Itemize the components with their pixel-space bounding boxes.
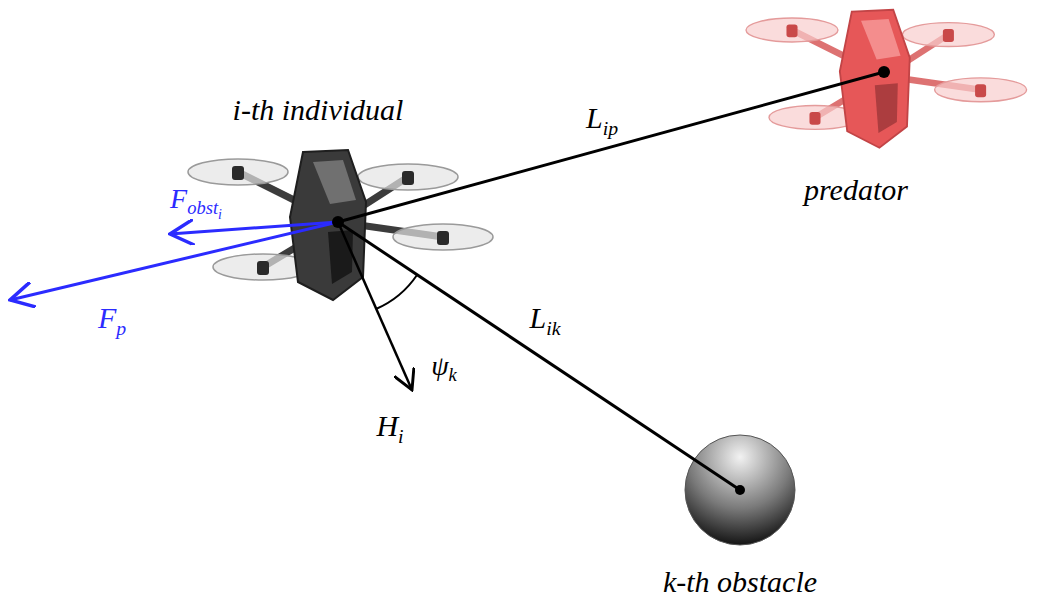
label-base: F (170, 183, 187, 214)
label-base: i-th individual (233, 93, 404, 126)
distance-line (338, 72, 884, 222)
agent-label: predator (804, 173, 908, 208)
angle-label: ψk (431, 350, 457, 387)
drone-highlight (313, 160, 356, 204)
label-base: L (530, 301, 547, 334)
label-base: L (586, 101, 603, 134)
label-subscript: i (218, 207, 222, 222)
drone-shadow (875, 83, 898, 133)
force-label: Fobsti (170, 183, 222, 223)
obstacle-sphere (685, 435, 795, 545)
label-base: predator (804, 173, 908, 206)
drone-shadow (328, 230, 353, 284)
center-dot (735, 485, 745, 495)
heading-arrow (338, 222, 412, 390)
individual-drone (188, 150, 493, 300)
label-base: ψ (431, 350, 448, 381)
obstacle-label: k-th obstacle (663, 565, 817, 600)
label-subscript: p (116, 317, 126, 339)
label-base: F (98, 301, 116, 334)
force-arrow (10, 222, 338, 300)
label-subscript: ik (546, 317, 560, 339)
force-label: Fp (98, 301, 126, 340)
drone-body (840, 10, 910, 148)
drone-highlight (861, 19, 901, 59)
label-base: k-th obstacle (663, 565, 817, 598)
angle-arc (376, 275, 417, 309)
distance-line (338, 222, 740, 490)
label-subscript: obsti (187, 198, 222, 218)
heading-label: Hi (376, 409, 403, 448)
distance-label: Lip (583, 101, 621, 140)
label-subscript: i (398, 425, 404, 447)
figure-title: i-th individual (233, 93, 404, 128)
predator-drone (746, 10, 1027, 148)
label-subscript: ip (603, 117, 618, 139)
center-dot (332, 216, 344, 228)
center-dot (878, 66, 890, 78)
label-base: H (376, 409, 398, 442)
label-subscript: k (449, 365, 457, 385)
distance-label: Lik (527, 301, 564, 340)
